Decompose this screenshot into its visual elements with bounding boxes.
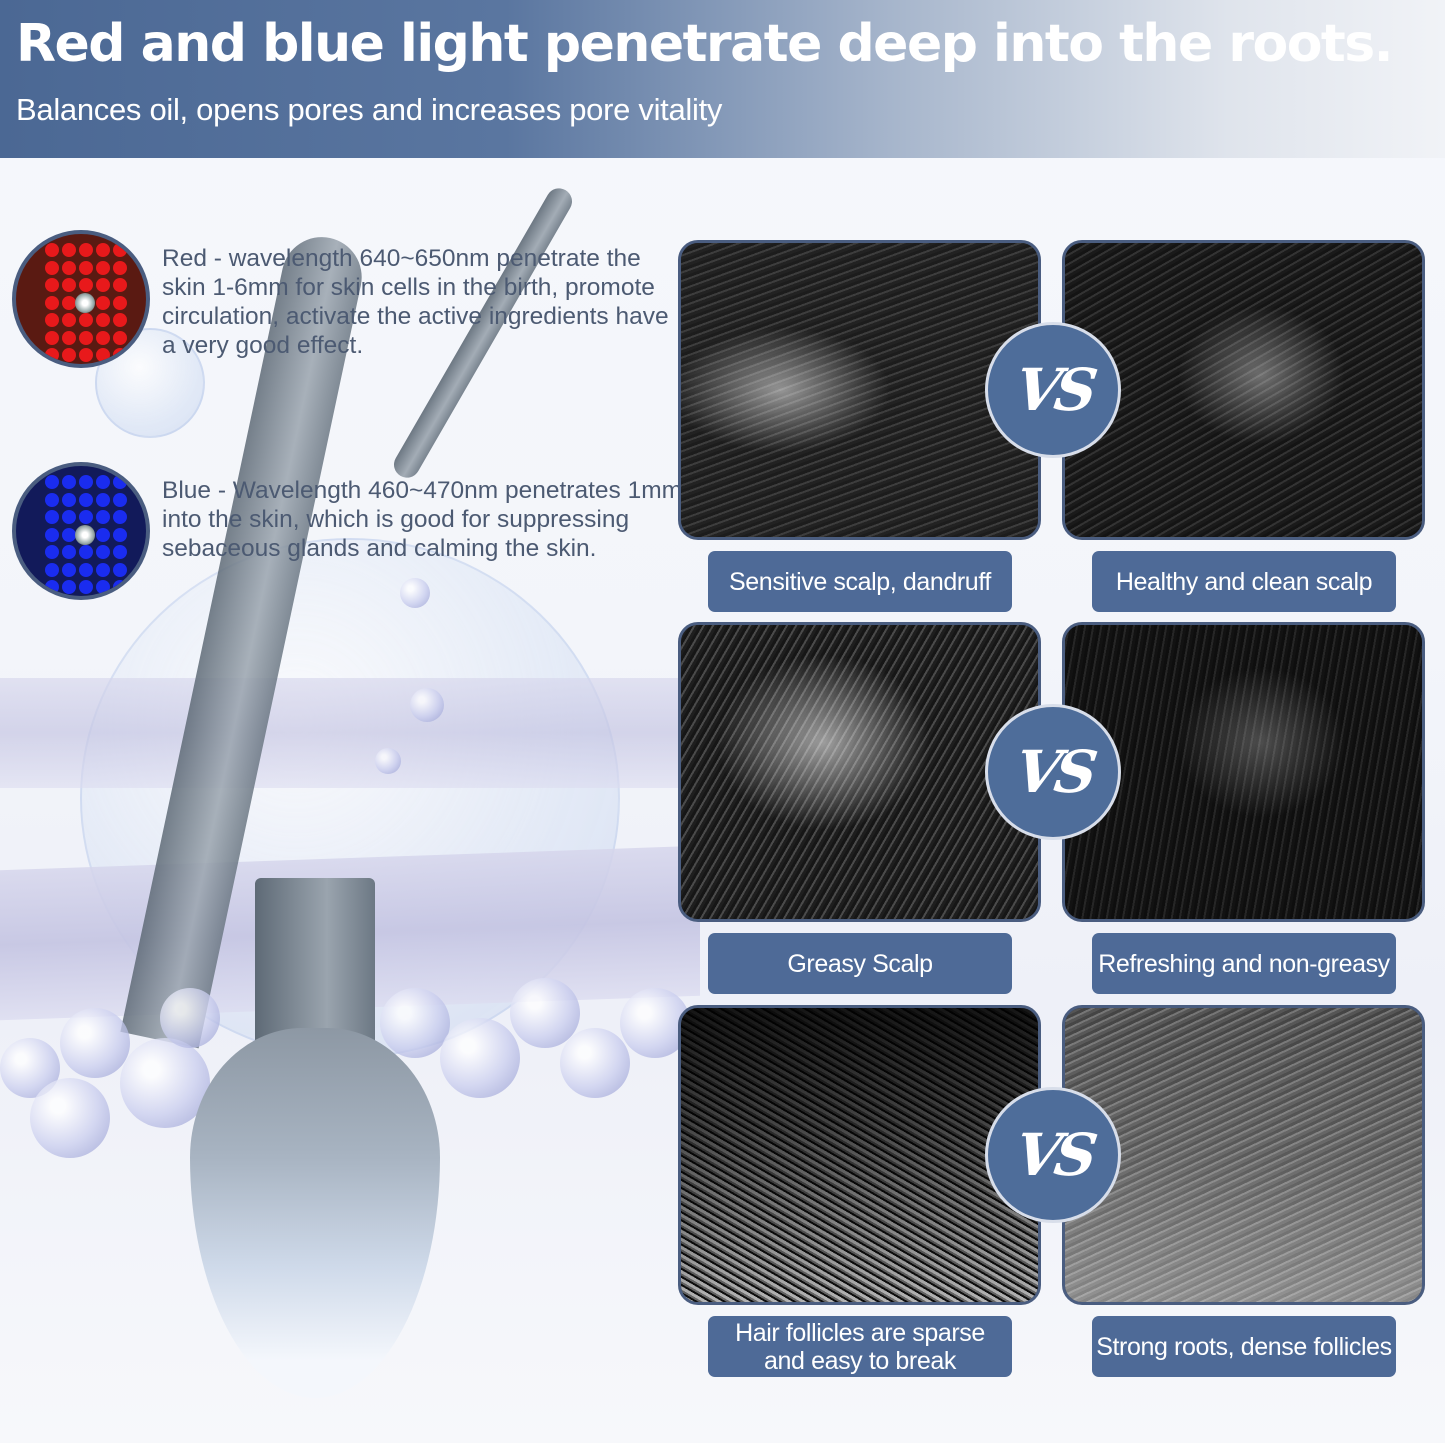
- page-title: Red and blue light penetrate deep into t…: [16, 14, 1393, 74]
- hair-follicle-illustration: [0, 158, 700, 1443]
- page-subtitle: Balances oil, opens pores and increases …: [16, 92, 723, 127]
- bubble: [60, 1008, 130, 1078]
- after-photo-dense-follicles: [1062, 1005, 1425, 1305]
- bubble: [510, 978, 580, 1048]
- after-photo-refreshing: [1062, 622, 1425, 922]
- red-light-description: Red - wavelength 640~650nm penetrate the…: [162, 245, 669, 359]
- vs-badge-icon: VS: [985, 704, 1121, 840]
- red-light-info: Red - wavelength 640~650nm penetrate the…: [12, 230, 692, 370]
- blue-light-description: Blue - Wavelength 460~470nm penetrates 1…: [162, 477, 683, 562]
- bubble: [400, 578, 430, 608]
- before-label: Sensitive scalp, dandruff: [708, 551, 1012, 612]
- sensor-icon: [75, 293, 95, 313]
- bubble: [375, 748, 401, 774]
- vs-badge-icon: VS: [985, 1087, 1121, 1223]
- after-photo-healthy: [1062, 240, 1425, 540]
- before-photo-sparse-follicles: [678, 1005, 1041, 1305]
- header-banner: Red and blue light penetrate deep into t…: [0, 0, 1445, 158]
- vs-badge-icon: VS: [985, 322, 1121, 458]
- hair-bulb: [190, 1028, 440, 1398]
- after-label: Refreshing and non-greasy: [1092, 933, 1396, 994]
- blue-light-info: Blue - Wavelength 460~470nm penetrates 1…: [12, 462, 692, 602]
- before-label: Hair follicles are sparse and easy to br…: [708, 1316, 1012, 1377]
- hair-root: [255, 878, 375, 1048]
- bubble: [160, 988, 220, 1048]
- bubble: [410, 688, 444, 722]
- bubble: [120, 1038, 210, 1128]
- bubble: [560, 1028, 630, 1098]
- bubble: [30, 1078, 110, 1158]
- bubble: [380, 988, 450, 1058]
- sensor-icon: [75, 525, 95, 545]
- after-label: Healthy and clean scalp: [1092, 551, 1396, 612]
- bubble: [440, 1018, 520, 1098]
- before-photo-greasy: [678, 622, 1041, 922]
- before-label: Greasy Scalp: [708, 933, 1012, 994]
- after-label: Strong roots, dense follicles: [1092, 1316, 1396, 1377]
- blue-led-panel-icon: [12, 462, 150, 600]
- red-led-panel-icon: [12, 230, 150, 368]
- skin-layer-upper: [0, 678, 700, 788]
